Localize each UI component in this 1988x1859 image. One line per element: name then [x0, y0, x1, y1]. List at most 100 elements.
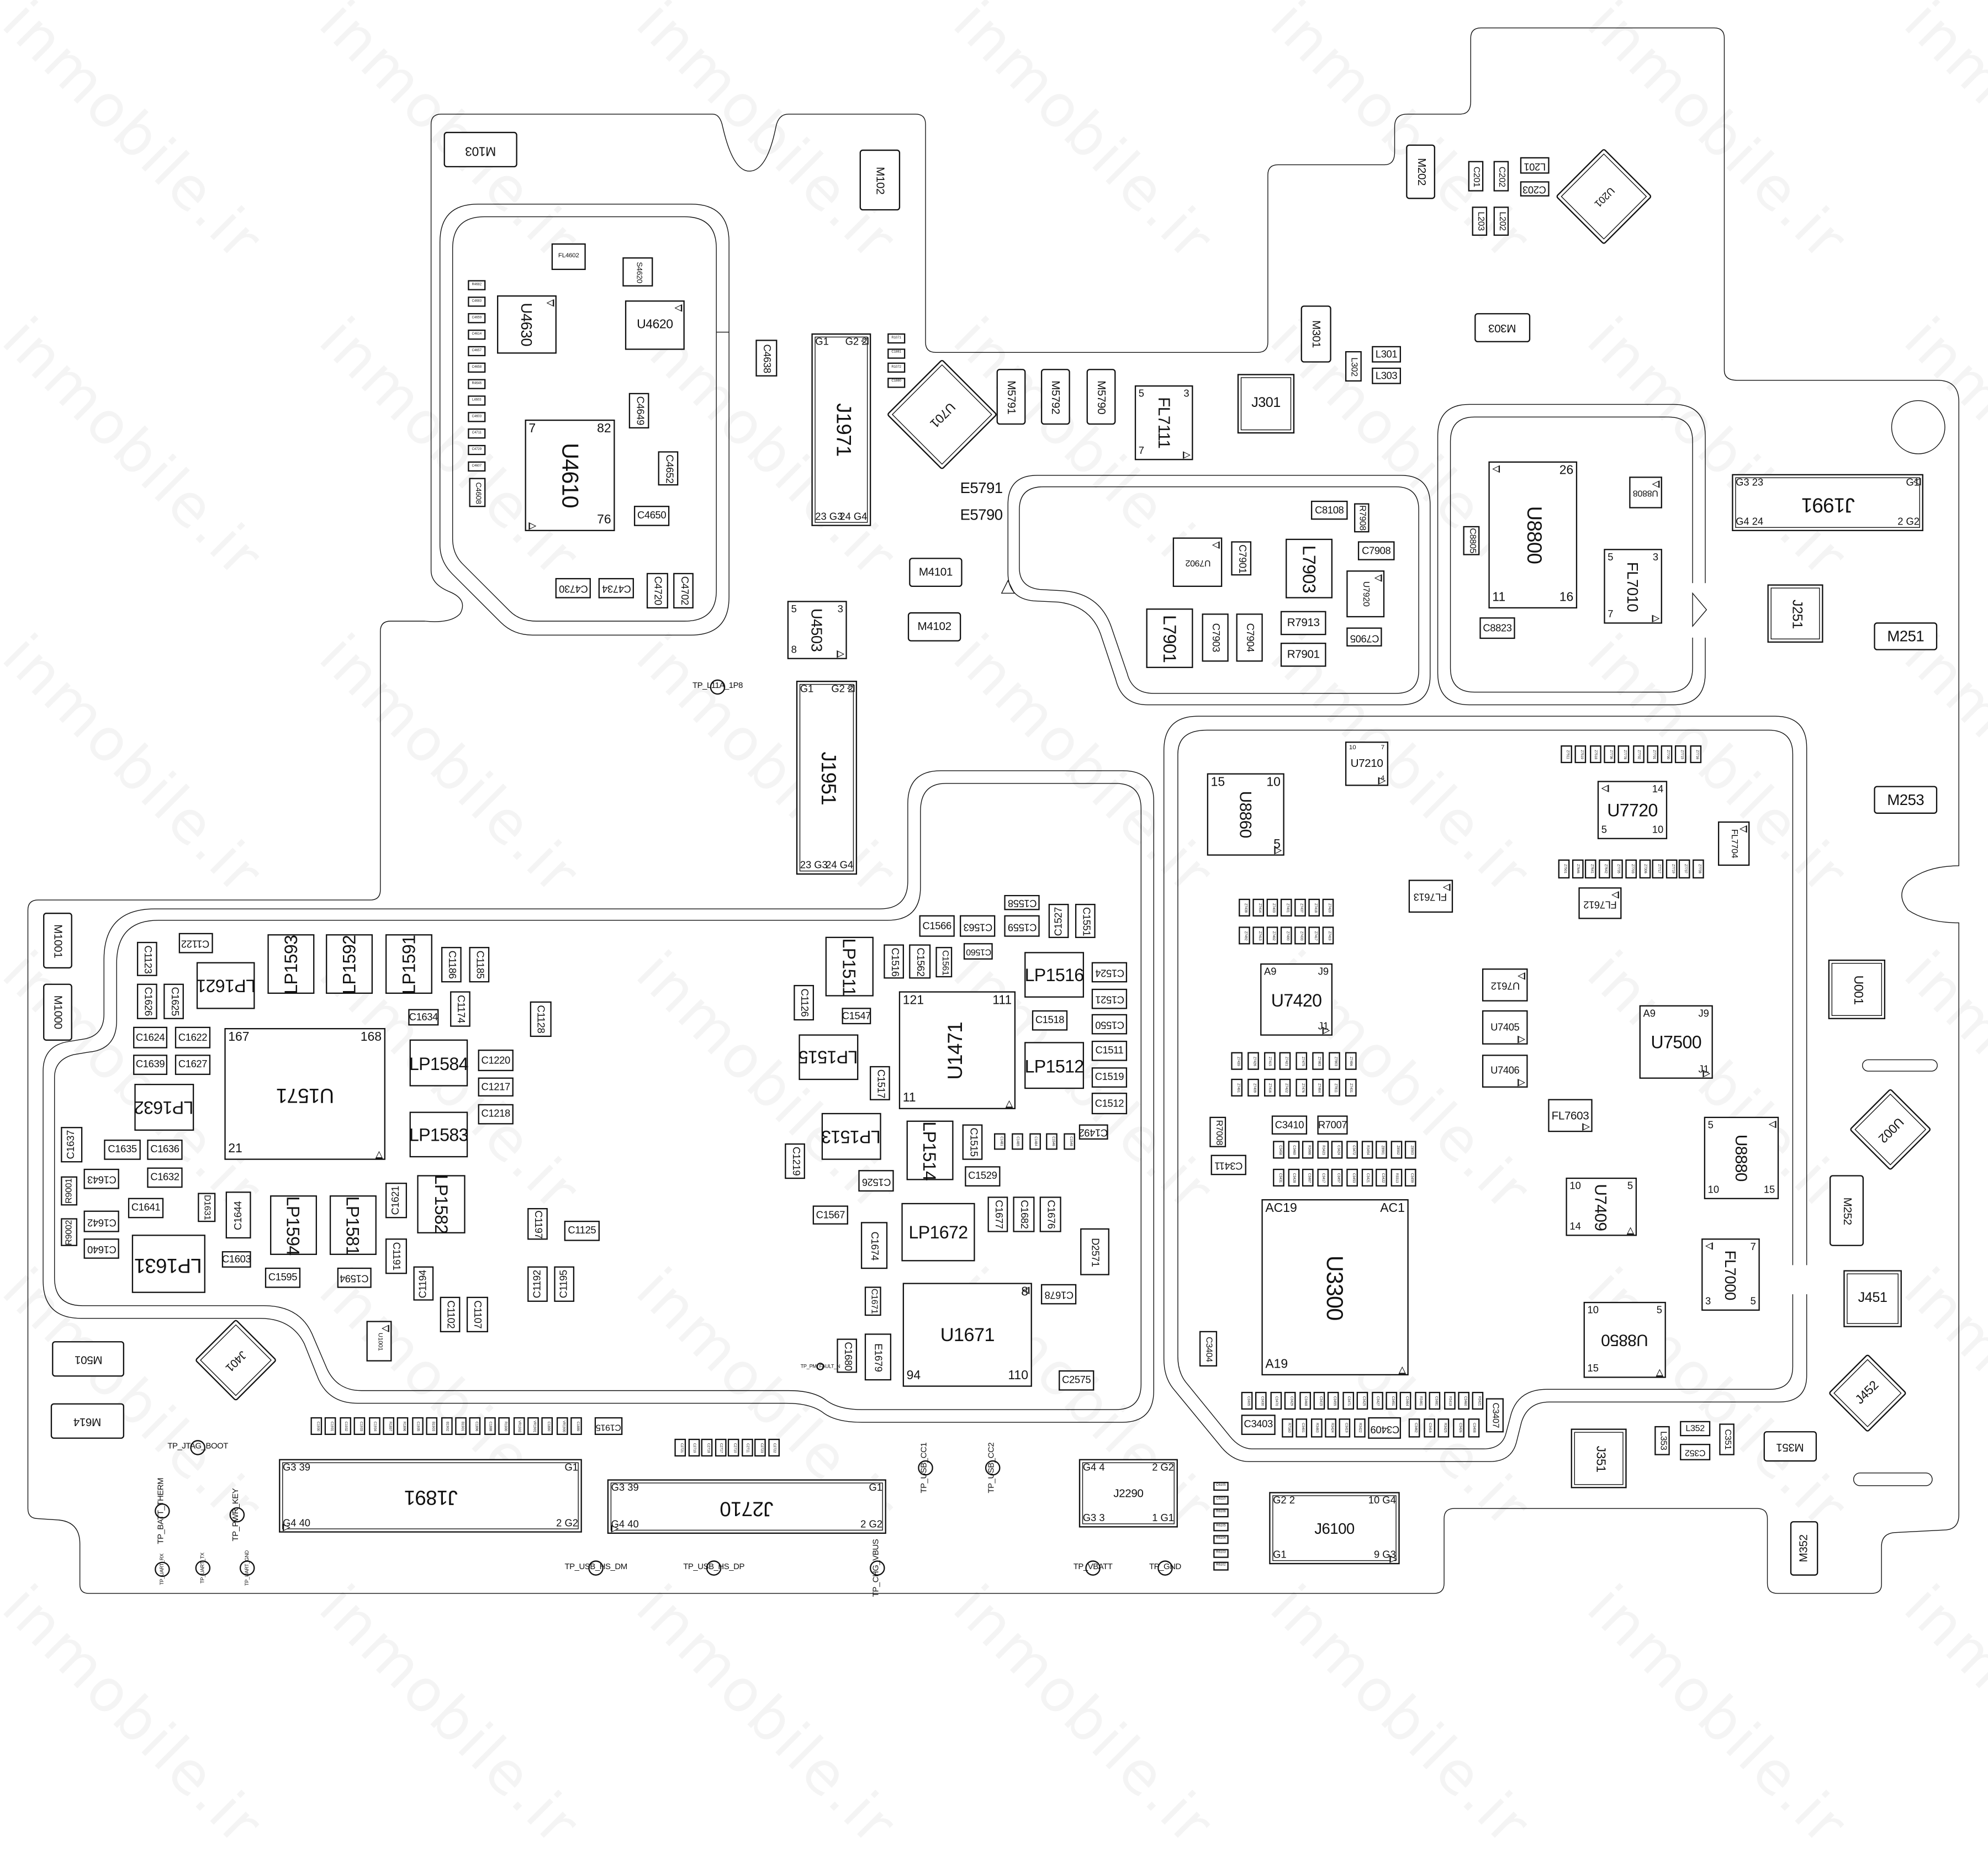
passive-z7715: Z7715 [1675, 745, 1687, 764]
pin-label: A9 [1264, 966, 1277, 978]
passive-designator: C1548 [1069, 1136, 1073, 1147]
pin1-marker-icon [1601, 785, 1609, 792]
pin1-marker-icon [674, 304, 683, 312]
component-designator: U7902 [1185, 558, 1210, 567]
component-designator: M351 [1776, 1440, 1804, 1454]
passive-z7511: Z7511 [1561, 745, 1572, 764]
component-designator: U201 [1592, 184, 1617, 210]
component-c8108: C8108 [1310, 500, 1348, 520]
component-designator: D1631 [202, 1194, 212, 1220]
passive-designator: Z7491 [1236, 1083, 1240, 1093]
passive-b1901: B1901 [455, 1417, 467, 1435]
component-designator: LP1511 [839, 938, 860, 995]
passive-c1485: C1485 [1011, 1133, 1023, 1150]
test-point-label: TP_JTAG_BOOT [167, 1442, 228, 1452]
component-designator: C1527 [1052, 906, 1064, 936]
passive-designator: C1880 [891, 379, 902, 383]
pin-label: 11 [1492, 590, 1506, 605]
component-m1000: M1000 [43, 983, 72, 1041]
pin1-marker-icon [1374, 574, 1382, 582]
component-c7905: C7905 [1346, 627, 1382, 647]
test-point-pad [710, 679, 726, 695]
component-c1625: C1625 [163, 983, 184, 1019]
component-designator: C203 [1522, 183, 1547, 195]
pin-label: 3 [837, 603, 843, 615]
board-edge [27, 27, 1959, 1594]
component-c1122: C1122 [178, 933, 213, 954]
component-designator: M4101 [918, 565, 953, 578]
test-point-label: TP_USB_CC1 [920, 1442, 929, 1493]
pin-label: 5 [1608, 551, 1614, 563]
component-designator: LP1512 [1024, 1055, 1085, 1076]
component-c4652: C4652 [658, 451, 679, 486]
component-m5792: M5792 [1040, 369, 1070, 425]
passive-r3425: R3425 [1438, 1418, 1450, 1438]
component-m1001: M1001 [43, 913, 72, 969]
component-lp1621: LP1621 [196, 962, 256, 1009]
pin-label: 21 [228, 1142, 242, 1156]
pin-label: 5 [1707, 1119, 1714, 1131]
component-designator: U1471 [945, 1021, 967, 1079]
component-c1524: C1524 [1091, 962, 1128, 983]
pin-label: A9 [1643, 1008, 1656, 1019]
component-designator: C1566 [922, 919, 952, 931]
component-c1526: C1526 [858, 1170, 894, 1192]
component-c1674: C1674 [860, 1222, 888, 1269]
component-designator: C1643 [87, 1174, 116, 1185]
passive-designator: Z7306 [1643, 864, 1648, 874]
component-c4649: C4649 [628, 393, 649, 429]
passive-designator: C1485 [1016, 1136, 1021, 1147]
passive-designator: Z7717 [1657, 864, 1661, 874]
component-designator: C1516 [889, 947, 901, 976]
passive-designator: Z7702 [1637, 749, 1641, 759]
component-designator: C1558 [1007, 897, 1037, 909]
pin-label: 15 [1587, 1363, 1599, 1374]
component-c2575: C2575 [1059, 1370, 1095, 1391]
passive-z7737: Z7737 [1679, 859, 1691, 879]
component-designator: C1122 [182, 938, 210, 950]
component-designator: M1000 [52, 995, 65, 1029]
component-c1527: C1527 [1048, 903, 1069, 938]
component-designator: C1192 [531, 1270, 543, 1299]
slot [1862, 1059, 1938, 1072]
pin-label: 10 G4 [1368, 1494, 1396, 1506]
passive-z7409: Z7409 [1247, 1078, 1259, 1097]
component-c4720: C4720 [646, 573, 668, 609]
passive-z7719: Z7719 [1666, 859, 1678, 879]
passive-designator: VR1902 [517, 1420, 522, 1432]
passive-designator: C4659 [472, 315, 482, 319]
pin1-marker-icon [546, 299, 554, 307]
component-designator: E5790 [960, 505, 1003, 523]
passive-c3453: C3453 [1346, 1168, 1358, 1187]
test-point-pad [155, 1503, 170, 1519]
passive-z7491: Z7491 [1231, 1078, 1243, 1097]
passive-designator: R3461 [1419, 1396, 1424, 1406]
test-point-pad [239, 1560, 255, 1576]
pin1-marker-icon [1212, 541, 1220, 549]
component-designator: LP1621 [196, 975, 256, 996]
component-c1641: C1641 [128, 1198, 164, 1219]
pin-label: G4 4 [1082, 1461, 1105, 1473]
component-l203: L203 [1472, 206, 1488, 236]
component-designator: R7908 [1357, 505, 1366, 531]
passive-designator: Z7414 [1257, 903, 1261, 913]
pin-label: G1 [800, 683, 814, 695]
component-designator: U7210 [1350, 756, 1383, 770]
component-designator: U7720 [1607, 799, 1658, 820]
passive-z7738: Z7738 [1693, 859, 1704, 879]
passive-r1071: R1071 [887, 333, 906, 344]
passive-r3463: R3463 [1310, 1418, 1322, 1438]
passive-designator: C3451 [1390, 1396, 1395, 1406]
component-designator: C1191 [391, 1242, 403, 1270]
component-c352: C352 [1680, 1444, 1711, 1460]
passive-c3458: C3458 [1273, 1141, 1284, 1159]
passive-z7519: Z7519 [1575, 745, 1587, 764]
component-designator: C1595 [268, 1271, 298, 1283]
passive-c3467: C3467 [1302, 1168, 1314, 1187]
component-m103: M103 [443, 131, 517, 168]
